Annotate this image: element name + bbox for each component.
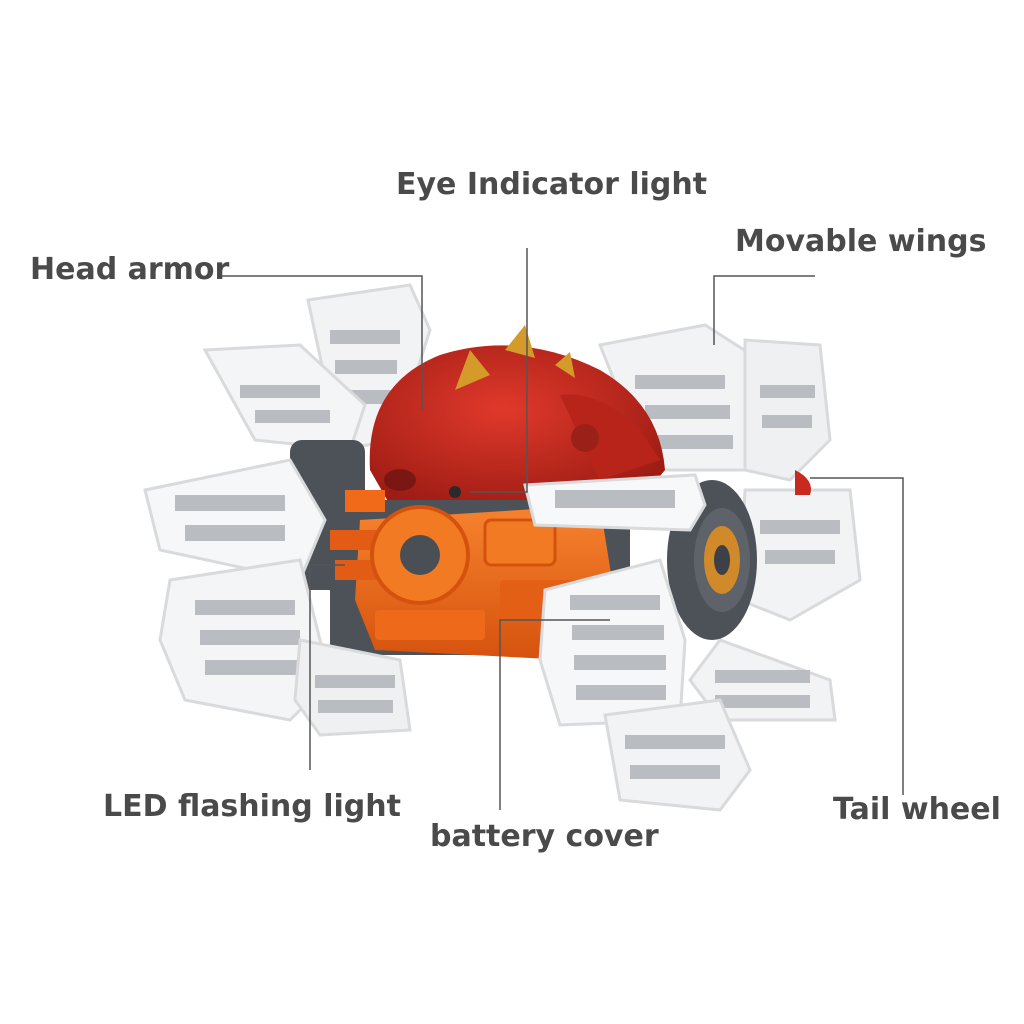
- label-eye-indicator-light: Eye Indicator light: [396, 167, 708, 202]
- wing-bottom-right: [603, 698, 752, 812]
- eye-light-right: [571, 424, 599, 452]
- label-led-flashing-light: LED flashing light: [103, 789, 401, 824]
- horn-left: [455, 350, 490, 390]
- wing-bottom-left: [293, 638, 412, 737]
- wing-left-lower: [158, 558, 332, 722]
- wing-right-bottom: [688, 638, 837, 722]
- leader-lines: [222, 248, 904, 810]
- leader-led-flashing: [309, 564, 345, 770]
- wing-back-right-side: [743, 338, 832, 482]
- label-head-armor: Head armor: [30, 252, 230, 287]
- label-tail-wheel: Tail wheel: [833, 792, 1001, 827]
- wing-front-right-top: [523, 473, 707, 532]
- label-battery-cover: battery cover: [430, 819, 659, 854]
- leader-tail-wheel: [810, 477, 904, 795]
- eye-light-left: [449, 486, 461, 498]
- wing-back-left-upper: [202, 343, 367, 452]
- leader-head-armor: [222, 275, 423, 410]
- leader-battery-cover: [499, 619, 610, 810]
- horn-right: [555, 352, 575, 378]
- head-armor-shell: [369, 325, 811, 505]
- leader-eye-indicator: [470, 248, 528, 493]
- label-movable-wings: Movable wings: [735, 224, 987, 259]
- wing-front-bottom: [538, 558, 687, 727]
- wing-right-lower: [738, 488, 862, 622]
- wing-front-left: [143, 458, 327, 582]
- leader-movable-wings: [713, 275, 815, 345]
